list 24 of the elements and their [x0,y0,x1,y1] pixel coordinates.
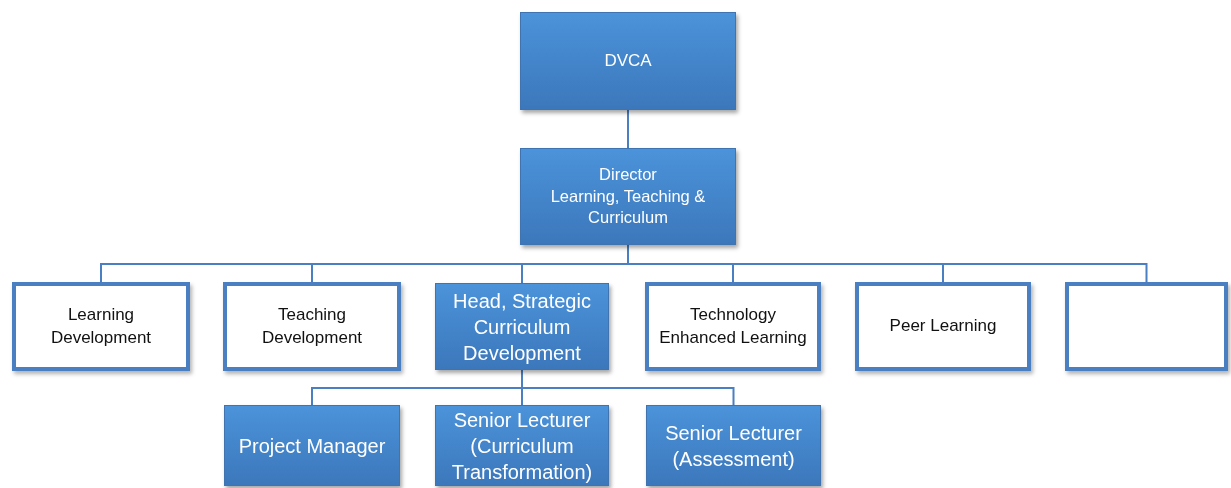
role-title: Learning Development [49,304,153,349]
role-box [435,283,609,370]
connector-line [627,109,629,149]
unit-box [12,282,190,371]
role-title: DVCA [604,49,652,72]
unit-box [645,282,821,371]
unit-box [223,282,401,371]
role-title: Peer Learning [889,315,997,338]
role-box [520,148,736,245]
role-title: Teaching Development [260,304,364,349]
unit-box [855,282,1031,371]
role-box [224,405,400,486]
role-box [646,405,821,486]
connector-line [521,369,735,406]
role-title: Director [599,164,657,186]
unit-box [1065,282,1228,371]
role-box [435,405,609,486]
role-box [520,12,736,110]
role-title: Technology Enhanced Learning [658,304,808,349]
role-title: Project Manager [238,433,386,459]
role-title: Senior Lecturer (Assessment) [664,420,803,472]
role-title: Head, Strategic Curriculum Development [452,288,592,366]
role-title: Learning, Teaching & Curriculum [549,185,707,229]
role-title: Senior Lecturer (Curriculum Transformation) [450,407,594,485]
